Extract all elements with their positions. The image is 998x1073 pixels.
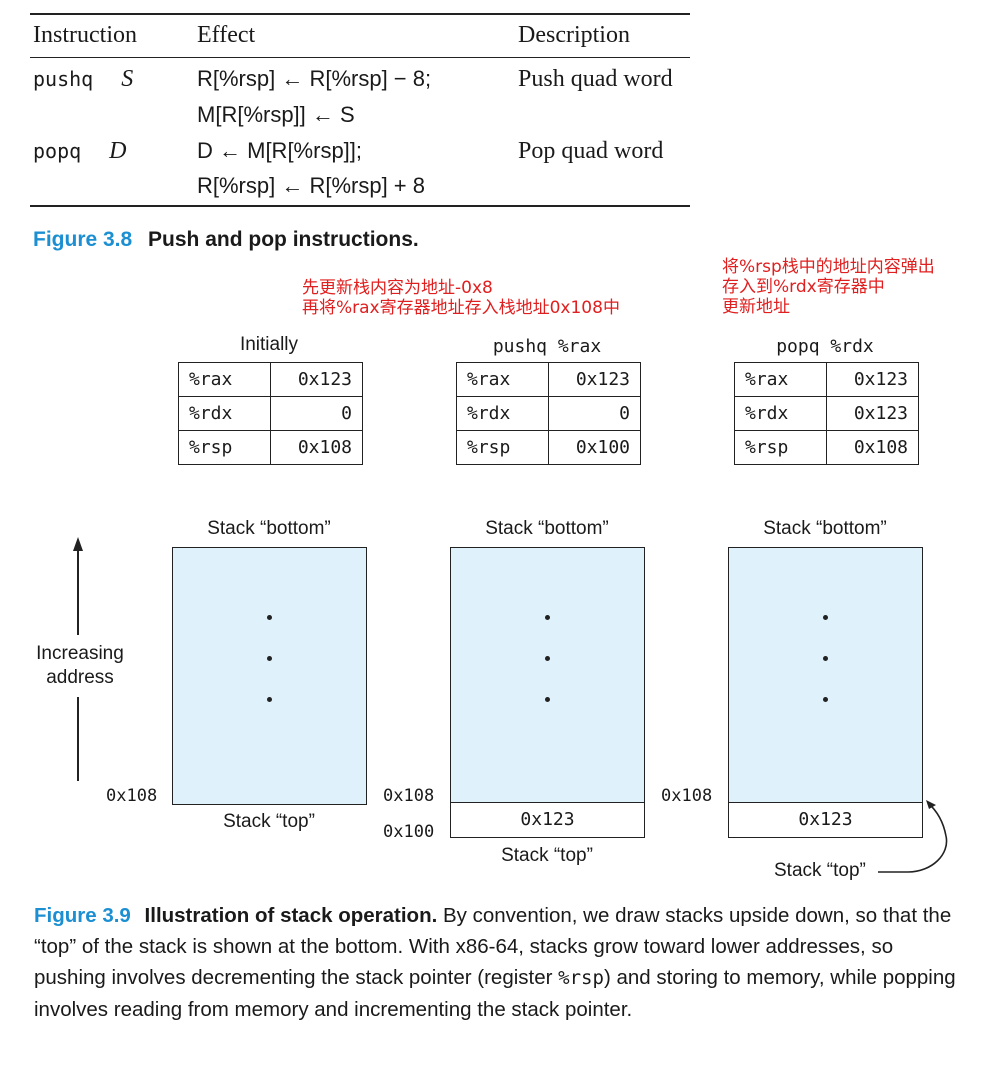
ellipsis-dot: [267, 656, 272, 661]
axis-label-line: Increasing: [36, 643, 124, 664]
register-value: 0x123: [270, 362, 363, 397]
header-description: Description: [518, 22, 630, 48]
register-name: %rsp: [456, 430, 549, 465]
ellipsis-dot: [823, 615, 828, 620]
push-note-line: 先更新栈内容为地址-0x8: [302, 278, 493, 298]
header-effect: Effect: [197, 22, 256, 48]
pop-note-line: 更新地址: [722, 297, 790, 317]
description-cell: Pop quad word: [518, 138, 664, 164]
push-note: 先更新栈内容为地址-0x8 再将%rax寄存器地址存入栈地址0x108中: [302, 278, 620, 318]
effect-line: M[R[%rsp]] ← S: [197, 102, 355, 127]
stack-bottom-label: Stack “bottom”: [207, 518, 331, 539]
caption-code: %rsp: [558, 967, 604, 989]
figure-3-8-caption: Figure 3.8 Push and pop instructions.: [33, 228, 419, 252]
table-bottom-rule: [30, 205, 690, 207]
register-name: %rdx: [178, 396, 271, 431]
snapshot-title-initially: Initially: [239, 334, 299, 355]
ellipsis-dot: [545, 656, 550, 661]
stack-popq: [728, 547, 923, 805]
stack-top-label: Stack “top”: [774, 860, 866, 881]
effect-line: D ← M[R[%rsp]];: [197, 138, 363, 163]
figure-label: Figure 3.8: [33, 228, 133, 251]
axis-label: Increasing address: [20, 642, 140, 690]
stack-pushq: [450, 547, 645, 805]
register-name: %rsp: [734, 430, 827, 465]
push-note-line: 再将%rax寄存器地址存入栈地址0x108中: [302, 298, 620, 318]
ellipsis-dot: [823, 656, 828, 661]
register-name: %rsp: [178, 430, 271, 465]
stack-top-label: Stack “top”: [501, 845, 593, 866]
snapshot-title-pushq: pushq %rax: [492, 336, 602, 357]
register-value: 0: [548, 396, 641, 431]
register-name: %rax: [178, 362, 271, 397]
figure-3-9-caption: Figure 3.9 Illustration of stack operati…: [34, 900, 964, 1025]
register-name: %rdx: [456, 396, 549, 431]
ellipsis-dot: [823, 697, 828, 702]
ellipsis-dot: [267, 615, 272, 620]
increasing-address-arrow: [73, 537, 83, 781]
header-instruction: Instruction: [33, 22, 137, 48]
address-label: 0x100: [383, 822, 435, 842]
axis-label-line: address: [46, 667, 114, 688]
address-label: 0x108: [383, 786, 435, 806]
table-row: pushq S: [33, 66, 133, 93]
stack-bottom-label: Stack “bottom”: [485, 518, 609, 539]
stack-bottom-label: Stack “bottom”: [763, 518, 887, 539]
register-name: %rdx: [734, 396, 827, 431]
pop-note-line: 存入到%rdx寄存器中: [722, 277, 885, 297]
instruction-name: pushq: [33, 67, 94, 91]
register-value: 0x108: [826, 430, 919, 465]
register-value: 0x123: [826, 396, 919, 431]
ellipsis-dot: [545, 697, 550, 702]
register-value: 0x100: [548, 430, 641, 465]
stack-initially: [172, 547, 367, 805]
pop-note-line: 将%rsp栈中的地址内容弹出: [722, 257, 935, 277]
pop-note: 将%rsp栈中的地址内容弹出 存入到%rdx寄存器中 更新地址: [722, 257, 935, 317]
address-label: 0x108: [106, 786, 158, 806]
snapshot-title-popq: popq %rdx: [776, 336, 874, 357]
table-top-rule: [30, 13, 690, 15]
figure-title: Push and pop instructions.: [148, 228, 419, 251]
ellipsis-dot: [545, 615, 550, 620]
table-row: popq D: [33, 138, 127, 165]
stack-slot: 0x123: [450, 802, 645, 838]
stack-top-label: Stack “top”: [223, 811, 315, 832]
register-value: 0: [270, 396, 363, 431]
register-value: 0x123: [826, 362, 919, 397]
instruction-name: popq: [33, 139, 82, 163]
stack-top-pointer-arrow: [878, 800, 948, 873]
ellipsis-dot: [267, 697, 272, 702]
register-name: %rax: [734, 362, 827, 397]
effect-line: R[%rsp] ← R[%rsp] − 8;: [197, 66, 432, 91]
stack-slot: 0x123: [728, 802, 923, 838]
caption-body: By convention, we draw stacks upside dow…: [34, 904, 952, 989]
instruction-operand: S: [121, 66, 134, 92]
caption-body: ) and storing to memory, while popping i…: [34, 966, 956, 1021]
description-cell: Push quad word: [518, 66, 673, 92]
address-label: 0x108: [661, 786, 713, 806]
register-name: %rax: [456, 362, 549, 397]
table-header-rule: [30, 57, 690, 58]
register-value: 0x123: [548, 362, 641, 397]
figure-title: Illustration of stack operation.: [144, 904, 438, 927]
effect-line: R[%rsp] ← R[%rsp] + 8: [197, 173, 426, 198]
instruction-operand: D: [109, 138, 127, 164]
figure-label: Figure 3.9: [34, 904, 131, 927]
register-value: 0x108: [270, 430, 363, 465]
